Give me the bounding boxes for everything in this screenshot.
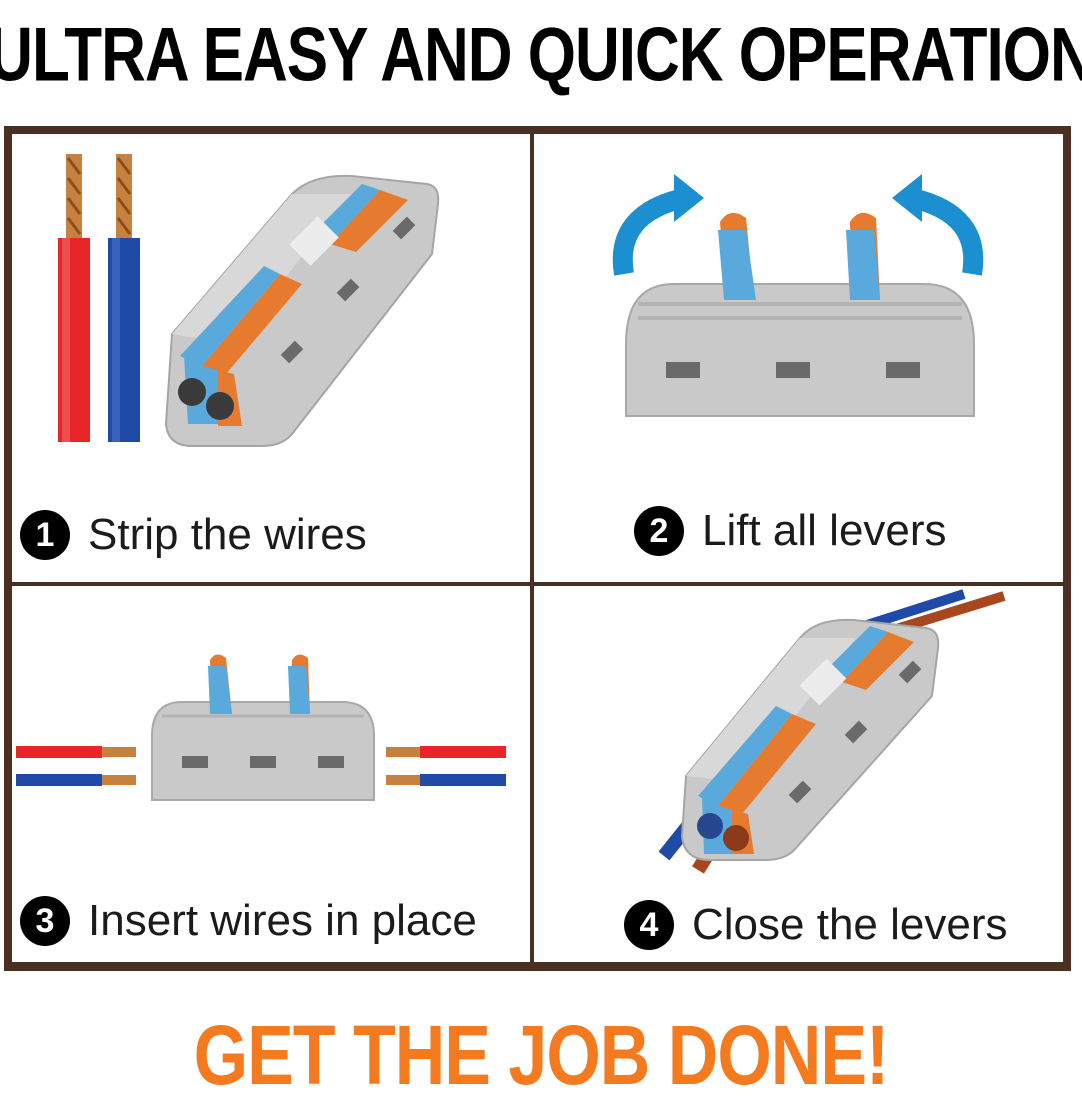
step-label: Lift all levers [702,506,947,555]
step-caption-2: 2 Lift all levers [634,506,947,556]
step-label: Strip the wires [88,510,367,559]
step-caption-1: 1 Strip the wires [20,510,367,560]
step-number-badge: 1 [20,510,70,560]
headline: ULTRA EASY AND QUICK OPERATION [0,12,1082,98]
insert-wires-illustration [16,654,506,801]
lift-levers-illustration [612,174,984,417]
step-label: Close the levers [692,900,1008,949]
step-caption-4: 4 Close the levers [624,900,1007,950]
close-levers-illustration [658,589,1006,874]
step-panel-1: 1 Strip the wires [12,134,530,582]
step-number-badge: 2 [634,506,684,556]
steps-grid: 1 Strip the wires 2 Lift a [4,126,1071,971]
footer-slogan: GET THE JOB DONE! [193,1008,890,1102]
step-label: Insert wires in place [88,896,477,945]
strip-wires-illustration [58,154,440,447]
step-panel-4: 4 Close the levers [534,586,1063,962]
step-panel-3: 3 Insert wires in place [12,586,530,962]
step-caption-3: 3 Insert wires in place [20,896,477,946]
step-number-badge: 3 [20,896,70,946]
step-panel-2: 2 Lift all levers [534,134,1063,582]
step-number-badge: 4 [624,900,674,950]
